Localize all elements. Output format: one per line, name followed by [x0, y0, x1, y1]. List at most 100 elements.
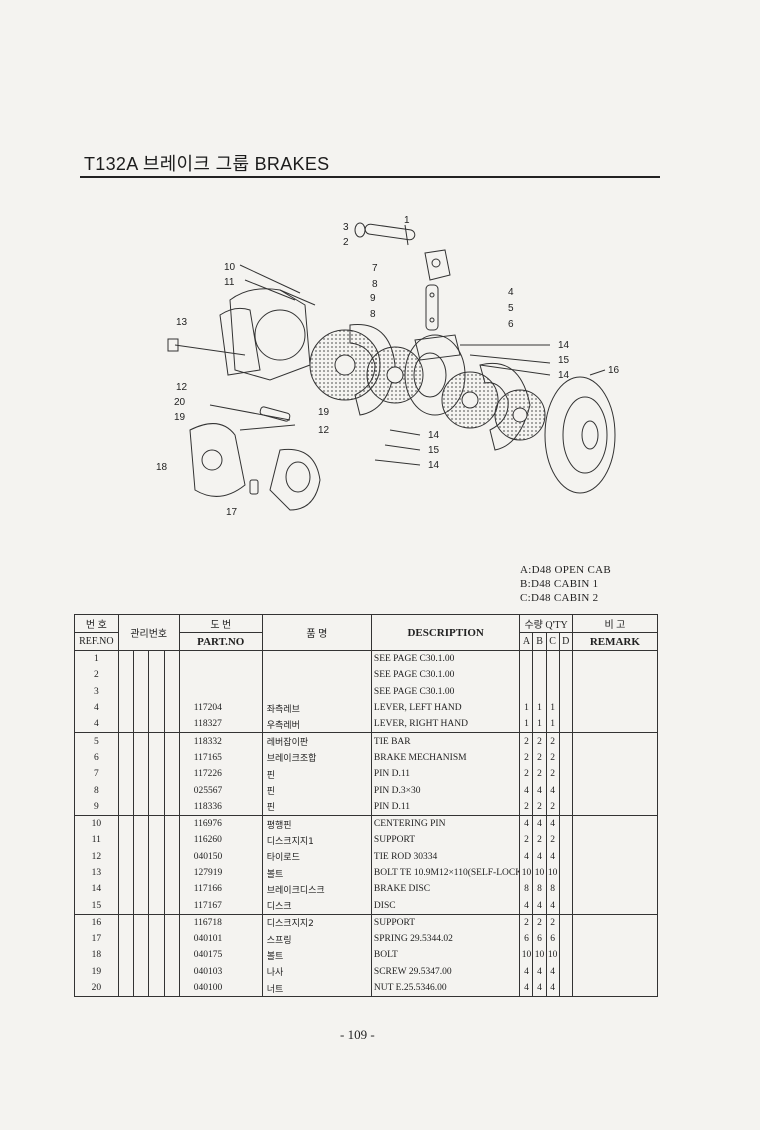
ref-cell: 14 [74, 881, 119, 898]
callout-8: 8 [372, 279, 378, 290]
ref-cell: 15 [74, 897, 119, 915]
qty-c-cell [545, 650, 560, 668]
qty-b-cell [532, 650, 547, 668]
description-cell: SPRING 29.5344.02 [370, 931, 521, 948]
mgmt-cell [148, 667, 165, 684]
name-kr-cell: 볼트 [261, 864, 372, 882]
callout-15b: 15 [428, 445, 440, 456]
qty-a-cell: 2 [519, 832, 534, 849]
model-legend: A:D48 OPEN CAB B:D48 CABIN 1 C:D48 CABIN… [520, 563, 611, 605]
ref-cell: 2 [74, 667, 119, 684]
mgmt-cell [148, 699, 165, 717]
qty-c-cell [545, 667, 560, 684]
mgmt-cell [132, 881, 150, 898]
callout-2: 2 [343, 237, 349, 248]
callout-8b: 8 [370, 309, 376, 320]
mgmt-cell [132, 848, 150, 865]
ref-cell: 4 [74, 699, 119, 717]
qty-a-cell: 1 [519, 716, 534, 733]
qty-c-cell: 4 [545, 848, 560, 865]
name-kr-cell: 스프링 [261, 931, 372, 948]
qty-a-cell: 2 [519, 798, 534, 816]
qty-d-cell [558, 699, 573, 717]
mgmt-cell [132, 683, 150, 700]
mgmt-cell [148, 732, 165, 750]
mgmt-cell [163, 832, 180, 849]
mgmt-cell [132, 832, 150, 849]
qty-d-cell [558, 979, 573, 998]
description-cell: BOLT TE 10.9M12×110(SELF-LOCKING) [370, 864, 521, 882]
callout-14d: 14 [428, 460, 440, 471]
qty-b-cell: 2 [532, 749, 547, 767]
remark-cell [571, 881, 659, 898]
mgmt-cell [148, 931, 165, 948]
part-no-cell [178, 667, 263, 684]
ref-cell: 4 [74, 716, 119, 733]
description-cell: CENTERING PIN [370, 814, 521, 833]
mgmt-cell [117, 832, 134, 849]
qty-a-cell [519, 667, 534, 684]
qty-d-cell [558, 814, 573, 833]
callout-7: 7 [372, 263, 378, 274]
name-kr-cell [261, 650, 372, 668]
callout-20: 20 [174, 397, 186, 408]
qty-c-cell: 4 [545, 897, 560, 915]
qty-b-cell: 4 [532, 963, 547, 980]
qty-c-cell: 10 [545, 864, 560, 882]
mgmt-cell [163, 699, 180, 717]
mgmt-cell [132, 979, 150, 998]
header-mgmt-no: 관리번호 [117, 614, 180, 651]
qty-a-cell: 2 [519, 913, 534, 932]
remark-cell [571, 864, 659, 882]
mgmt-cell [163, 667, 180, 684]
remark-cell [571, 832, 659, 849]
callout-14b: 14 [558, 370, 570, 381]
disc-plate [349, 324, 396, 416]
mgmt-cell [117, 931, 134, 948]
callout-12: 12 [176, 382, 188, 393]
remark-cell [571, 897, 659, 915]
mgmt-cell [148, 979, 165, 998]
mgmt-cell [117, 782, 134, 799]
callout-1: 1 [404, 215, 410, 226]
mgmt-cell [148, 947, 165, 964]
remark-cell [571, 683, 659, 700]
legend-b: B:D48 CABIN 1 [520, 578, 599, 590]
qty-d-cell [558, 913, 573, 932]
mgmt-cell [132, 782, 150, 799]
name-kr-cell: 핀 [261, 798, 372, 816]
page-number: - 109 - [340, 1027, 375, 1042]
disc-support [544, 376, 616, 494]
callout-16: 16 [608, 365, 620, 376]
ref-cell: 13 [74, 864, 119, 882]
qty-a-cell: 2 [519, 766, 534, 783]
description-cell: TIE BAR [370, 732, 521, 750]
description-cell: BRAKE MECHANISM [370, 749, 521, 767]
mgmt-cell [132, 650, 150, 668]
mgmt-cell [163, 947, 180, 964]
mgmt-cell [148, 848, 165, 865]
part-no-cell: 117165 [178, 749, 263, 767]
callout-13: 13 [176, 317, 188, 328]
ref-cell: 18 [74, 947, 119, 964]
ref-cell: 19 [74, 963, 119, 980]
ref-cell: 12 [74, 848, 119, 865]
description-cell: PIN D.3×30 [370, 782, 521, 799]
ref-cell: 6 [74, 749, 119, 767]
qty-a-cell: 2 [519, 732, 534, 750]
mgmt-cell [148, 782, 165, 799]
ref-cell: 3 [74, 683, 119, 700]
mgmt-cell [163, 913, 180, 932]
description-cell: BRAKE DISC [370, 881, 521, 898]
header-part-en: PART.NO [178, 632, 263, 651]
mgmt-cell [117, 716, 134, 733]
mgmt-cell [148, 814, 165, 833]
header-remark-en: REMARK [571, 632, 659, 651]
name-kr-cell: 타이로드 [261, 848, 372, 865]
mgmt-cell [148, 749, 165, 767]
